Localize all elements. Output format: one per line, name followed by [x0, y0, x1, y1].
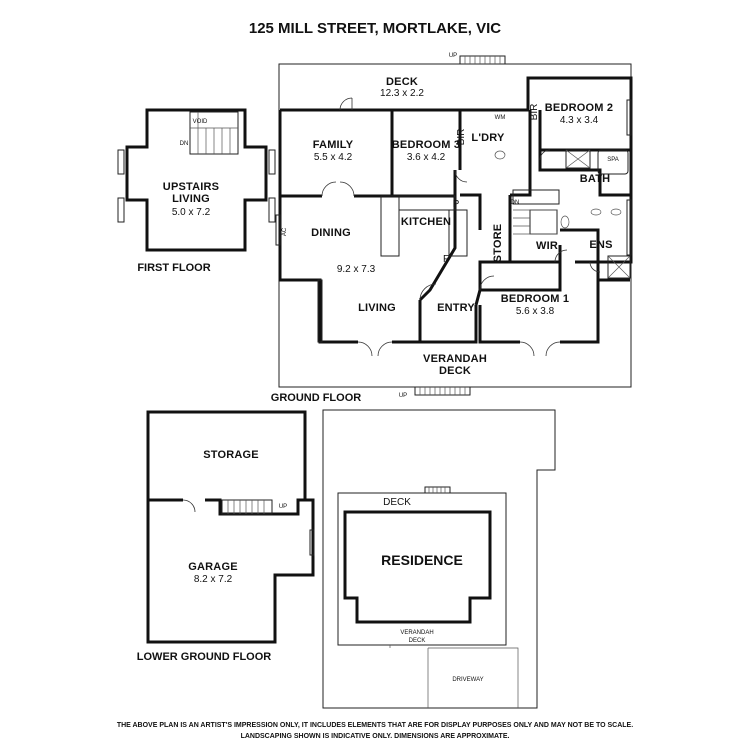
laundry-label: L'DRY	[471, 132, 505, 144]
bedroom3-dim: 3.6 x 4.2	[407, 152, 446, 163]
fridge-label: F	[443, 254, 449, 265]
bath-label: BATH	[580, 173, 611, 185]
bedroom2-dim: 4.3 x 3.4	[560, 115, 599, 126]
family-dim: 5.5 x 4.2	[314, 152, 353, 163]
site-verandah-label-line2: DECK	[409, 638, 426, 644]
store-label: STORE	[492, 224, 504, 263]
deck-label: DECK	[386, 76, 418, 88]
dining-label: DINING	[311, 227, 351, 239]
wm-label: WM	[495, 115, 506, 121]
upstairs-living-label-line2: LIVING	[172, 193, 210, 205]
site-driveway-label: DRIVEWAY	[452, 677, 483, 683]
plan-title: 125 MILL STREET, MORTLAKE, VIC	[249, 20, 501, 37]
wir-label: WIR	[536, 240, 558, 252]
site-verandah-label-line1: VERANDAH	[400, 630, 433, 636]
bedroom1-label: BEDROOM 1	[501, 293, 569, 305]
up-label-lower-floor: UP	[279, 504, 287, 510]
entry-label: ENTRY	[437, 302, 475, 314]
up-label-ground-floor: UP	[399, 393, 407, 399]
first-floor-plan	[117, 108, 276, 252]
disclaimer-line2: LANDSCAPING SHOWN IS INDICATIVE ONLY. DI…	[241, 733, 510, 740]
lower-ground-floor-plan	[146, 410, 315, 644]
ac-label: AC	[282, 227, 288, 236]
disclaimer-line1: THE ABOVE PLAN IS AN ARTIST'S IMPRESSION…	[117, 722, 633, 729]
bedroom3-label: BEDROOM 3	[392, 139, 460, 151]
site-plan	[322, 409, 556, 709]
bir-label-bedroom2: BIR	[529, 104, 540, 121]
kitchen-label: KITCHEN	[401, 216, 451, 228]
pantry-label: P	[453, 199, 460, 210]
garage-dim: 8.2 x 7.2	[194, 574, 233, 585]
first-floor-label: FIRST FLOOR	[137, 262, 210, 274]
lower-ground-floor-label: LOWER GROUND FLOOR	[137, 651, 271, 663]
bir-label-bedroom3: BIR	[456, 129, 467, 146]
ensuite-label: ENS	[589, 239, 612, 251]
upstairs-living-label-line1: UPSTAIRS	[163, 181, 219, 193]
living-dim: 9.2 x 7.3	[337, 264, 376, 275]
ground-floor-plan	[275, 55, 633, 396]
deck-dim: 12.3 x 2.2	[380, 88, 424, 99]
storage-label: STORAGE	[203, 449, 259, 461]
bedroom1-dim: 5.6 x 3.8	[516, 306, 555, 317]
verandah-label-line1: VERANDAH	[423, 353, 487, 365]
verandah-label-line2: DECK	[439, 365, 471, 377]
living-label: LIVING	[358, 302, 396, 314]
dn-label-first-floor: DN	[180, 141, 189, 147]
family-label: FAMILY	[313, 139, 354, 151]
site-deck-label: DECK	[383, 497, 411, 508]
bedroom2-label: BEDROOM 2	[545, 102, 613, 114]
garage-label: GARAGE	[188, 561, 237, 573]
dn-label-ground-floor: DN	[511, 200, 520, 206]
upstairs-living-dim: 5.0 x 7.2	[172, 207, 211, 218]
site-residence-label: RESIDENCE	[381, 552, 463, 568]
spa-label: SPA	[607, 157, 619, 163]
void-label: VOID	[193, 119, 208, 125]
up-label-deck: UP	[449, 53, 457, 59]
ground-floor-label: GROUND FLOOR	[271, 392, 361, 404]
